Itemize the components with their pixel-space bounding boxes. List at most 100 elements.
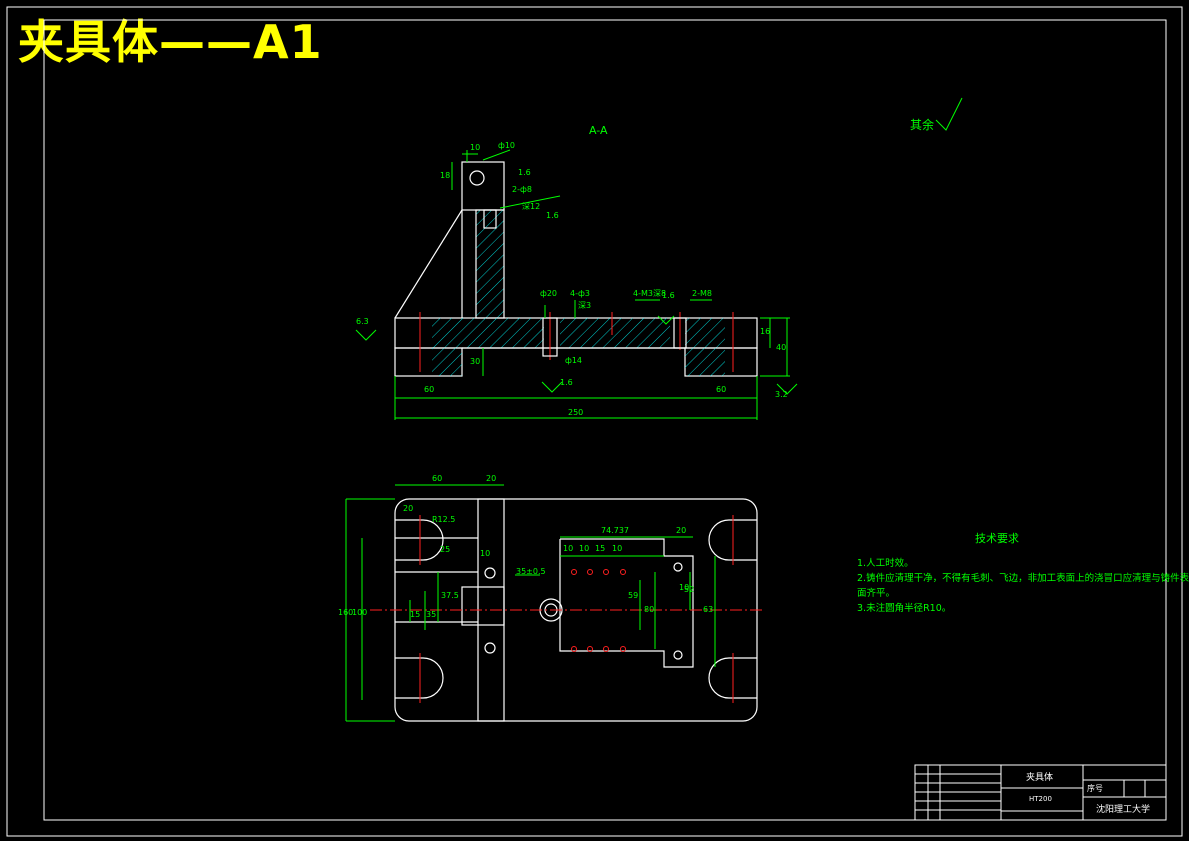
dim-160: 160: [338, 608, 353, 617]
dim-37: 37.5: [441, 591, 459, 600]
plan-small-hole-8: [620, 646, 626, 652]
dim-10b: 10: [579, 544, 589, 553]
dim-depth3: 深3: [578, 301, 591, 310]
plan-small-hole-7: [603, 646, 609, 652]
dim-4m3: 4-M3深8: [633, 289, 666, 298]
base-hatch-right: [685, 318, 725, 348]
slot-top-right: [708, 519, 757, 561]
plan-small-hole-4: [620, 569, 626, 575]
leader-2phi8: [499, 195, 561, 209]
plan-hole-b: [484, 642, 496, 654]
roughness-mark-bottom: [541, 381, 563, 393]
roughness-mark-right: [776, 383, 798, 395]
roughness-mark-left: [355, 329, 377, 341]
dim-2m8: 2-M8: [692, 289, 712, 298]
tb-institution: 沈阳理工大学: [1096, 803, 1150, 815]
bore-phi14: [542, 317, 558, 357]
plan-small-hole-5: [571, 646, 577, 652]
dim-hole-top: ф10: [498, 141, 515, 150]
dim-15: 15: [410, 610, 420, 619]
plan-small-hole-2: [587, 569, 593, 575]
plan-hole-c: [673, 562, 683, 572]
drawing-title-banner: 夹具体——A1: [18, 15, 323, 69]
dim-depth-12: 深12: [522, 202, 540, 211]
base-hatch-mid: [560, 318, 670, 348]
dim-20-left: 20: [403, 504, 413, 513]
inner-border: [43, 19, 1167, 821]
right-foot-hatch: [685, 348, 725, 376]
tower-hole: [469, 170, 485, 186]
notes-item: 面齐平。: [857, 587, 895, 599]
section-view: A-A: [355, 124, 798, 420]
bore-m8: [673, 317, 687, 349]
title-block: 夹具体 HT200 序号 沈阳理工大学: [914, 764, 1167, 821]
dim-r12: R12.5: [432, 515, 455, 524]
tower-head: [461, 161, 505, 211]
dim-roughness-right: 3.2: [775, 390, 788, 399]
slot-top-left: [395, 519, 444, 561]
dim-height-40: 40: [776, 343, 786, 352]
dim-52: 52: [684, 585, 694, 594]
plan-inner-pocket: [559, 538, 694, 668]
dim-phi14: ф14: [565, 356, 582, 365]
dim-roughness-bot: 1.6: [560, 378, 573, 387]
plan-small-hole-3: [603, 569, 609, 575]
dim-10: 10: [480, 549, 490, 558]
dim-holes-2: 2-ф8: [512, 185, 532, 194]
plan-hole-a: [484, 567, 496, 579]
notes-item: 2.铸件应清理干净，不得有毛刺、飞边，非加工表面上的浇冒口应清理与铸件表: [857, 572, 1189, 584]
dim-height-16: 16: [760, 327, 770, 336]
dim-10a: 10: [563, 544, 573, 553]
dim-35-05: 35±0.5: [516, 567, 546, 576]
dim-20-right: 20: [676, 526, 686, 535]
tb-part-name: 夹具体: [1026, 771, 1053, 783]
technical-notes: 技术要求 1.人工时效。 2.铸件应清理干净，不得有毛刺、飞边，非加工表面上的浇…: [857, 532, 1189, 614]
dim-roughness-mid: 1.6: [662, 291, 675, 300]
slot-bottom-left: [395, 657, 444, 699]
plan-view: 60 20 20 R12.5 25 10 37.5 160 100 15 35 …: [338, 474, 765, 722]
dim-25: 25: [440, 545, 450, 554]
section-label: A-A: [589, 124, 608, 137]
plan-small-hole-6: [587, 646, 593, 652]
dim-35: 35: [426, 610, 436, 619]
surface-roughness-symbol: [935, 97, 963, 131]
dim-top-width: 10: [470, 143, 480, 152]
plan-hole-d: [673, 650, 683, 660]
dim-height-30: 30: [470, 357, 480, 366]
dim-10c: 10: [612, 544, 622, 553]
dim-roughness-top: 1.6: [518, 168, 531, 177]
roughness-mark-mid: [657, 315, 675, 325]
left-foot-hatch: [432, 348, 462, 376]
notes-item: 3.未注圆角半径R10。: [857, 602, 951, 614]
leader-phi10: [482, 149, 511, 161]
notes-item: 1.人工时效。: [857, 557, 914, 569]
tb-material: HT200: [1029, 795, 1052, 803]
dim-63: 63: [703, 605, 713, 614]
dim-80: 80: [644, 605, 654, 614]
tb-scale-label: 序号: [1087, 783, 1103, 793]
rib-edge: [394, 209, 463, 319]
plan-pocket: [461, 586, 505, 626]
surface-roughness-note: 其余: [910, 117, 934, 132]
slot-bottom-right: [708, 657, 757, 699]
dim-right-60: 60: [716, 385, 726, 394]
dim-top-height: 18: [440, 171, 450, 180]
dim-10d: 10: [679, 583, 689, 592]
tower-body: [475, 209, 505, 319]
tower-bore: [483, 209, 497, 229]
dim-roughness-2: 1.6: [546, 211, 559, 220]
dim-20-top: 20: [486, 474, 496, 483]
dim-4phi3: 4-ф3: [570, 289, 590, 298]
dim-phi20: ф20: [540, 289, 557, 298]
dim-100: 100: [352, 608, 367, 617]
dim-74: 74.737: [601, 526, 629, 535]
dim-60: 60: [432, 474, 442, 483]
outer-border: [6, 6, 1183, 837]
base-hatch-left: [432, 318, 544, 348]
dim-15b: 15: [595, 544, 605, 553]
dim-59: 59: [628, 591, 638, 600]
plan-small-hole-1: [571, 569, 577, 575]
dim-total-250: 250: [568, 408, 583, 417]
dim-left-60: 60: [424, 385, 434, 394]
